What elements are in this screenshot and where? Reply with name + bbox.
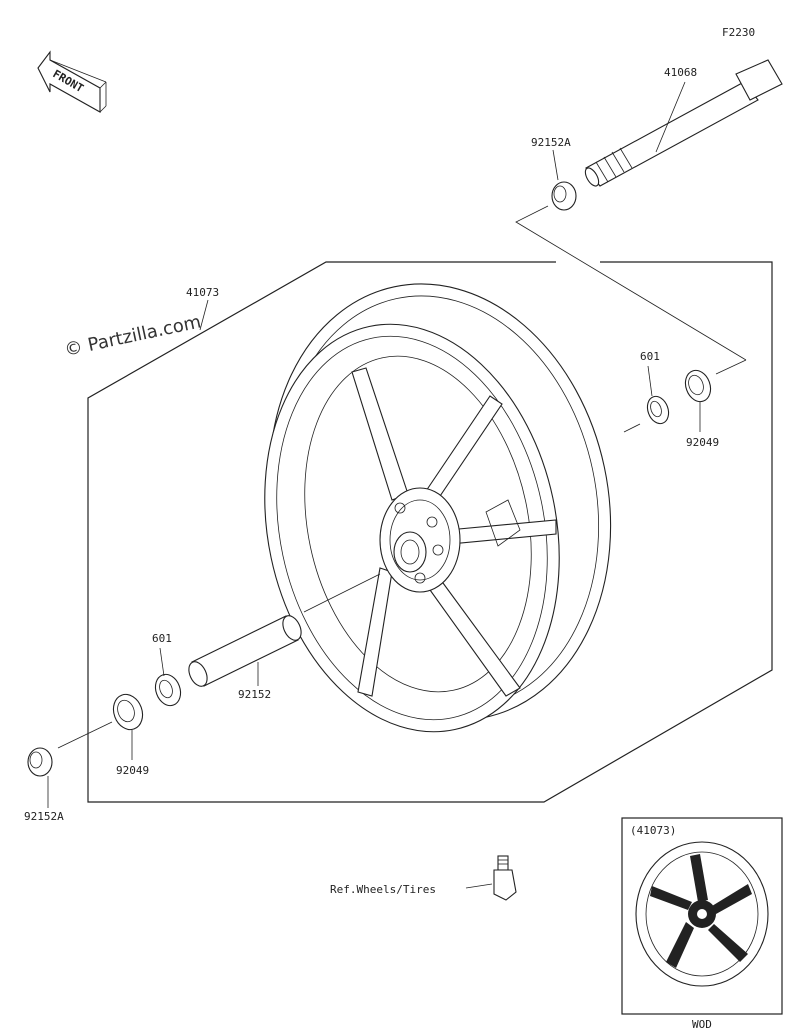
label-seal-left: 92049 [116, 764, 149, 777]
label-collar-top: 92152A [531, 136, 571, 149]
watermark: © Partzilla.com [63, 311, 203, 360]
label-seal-right: 92049 [686, 436, 719, 449]
inset-box [621, 817, 783, 1015]
bearing-601-right [646, 395, 670, 425]
inset-caption: WOD [692, 1018, 712, 1031]
axle-41068 [584, 59, 783, 187]
valve-stem-icon [493, 855, 517, 901]
seal-92049-left [112, 693, 144, 731]
collar-92152a-top [551, 181, 577, 211]
spacer-92152 [188, 615, 302, 687]
inset-title: (41073) [630, 824, 676, 837]
figure-code: F2230 [722, 26, 755, 39]
front-direction-arrow-icon: FRONT [37, 50, 107, 113]
ref-note: Ref.Wheels/Tires [330, 883, 436, 896]
collar-92152a-bottom [27, 747, 53, 777]
assembly-outline [87, 261, 773, 803]
seal-92049-right [684, 369, 712, 403]
label-wheel: 41073 [186, 286, 219, 299]
label-axle: 41068 [664, 66, 697, 79]
inset-wheel-icon [635, 841, 769, 987]
label-collar-bottom: 92152A [24, 810, 64, 823]
bearing-601-left [154, 673, 182, 707]
label-bearing-left: 601 [152, 632, 172, 645]
label-spacer: 92152 [238, 688, 271, 701]
wheel-41073 [264, 283, 612, 733]
label-bearing-right: 601 [640, 350, 660, 363]
